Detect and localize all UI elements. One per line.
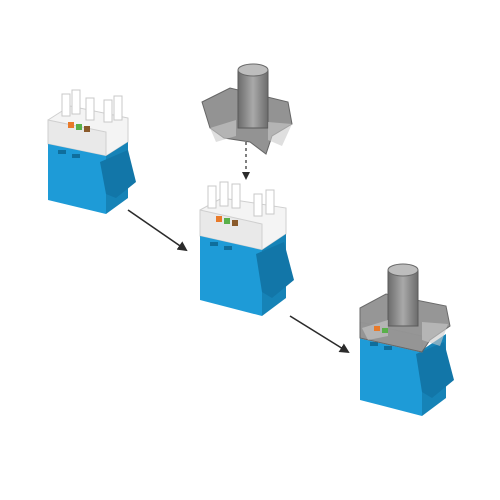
wire-pairs <box>216 216 238 226</box>
arrow-step1-to-step2 <box>127 209 188 252</box>
jack-step-2 <box>199 181 294 316</box>
cap-wing-right <box>268 122 292 146</box>
cap-wing-right <box>422 322 448 346</box>
jack-blue-front <box>200 236 262 316</box>
cap-cylinder-top <box>237 63 269 77</box>
cap-cylinder <box>387 269 419 327</box>
jack-latch <box>256 242 294 298</box>
idc-teeth <box>207 181 275 217</box>
jack-front-notch-left <box>210 242 218 246</box>
cap-cylinder-top <box>387 263 419 277</box>
jack-front-notch-right <box>384 346 392 350</box>
jack-front-notch-right <box>72 154 80 158</box>
jack-front-notch-right <box>224 246 232 250</box>
jack-step-1 <box>47 89 136 214</box>
cap-cylinder <box>237 69 269 129</box>
keystone-cap <box>201 63 293 155</box>
jack-latch <box>100 150 136 198</box>
jack-front-notch-left <box>370 342 378 346</box>
wire-pairs <box>374 326 388 333</box>
jack-latch <box>416 342 454 398</box>
cap-wing-left <box>210 120 236 142</box>
arrow-step2-to-step3 <box>289 315 350 354</box>
jack-front-notch-left <box>58 150 66 154</box>
jack-blue-front <box>48 144 106 214</box>
jack-blue-front <box>360 336 422 416</box>
wire-pairs <box>68 122 90 132</box>
jack-step-3 <box>359 263 454 416</box>
idc-teeth <box>61 89 123 123</box>
